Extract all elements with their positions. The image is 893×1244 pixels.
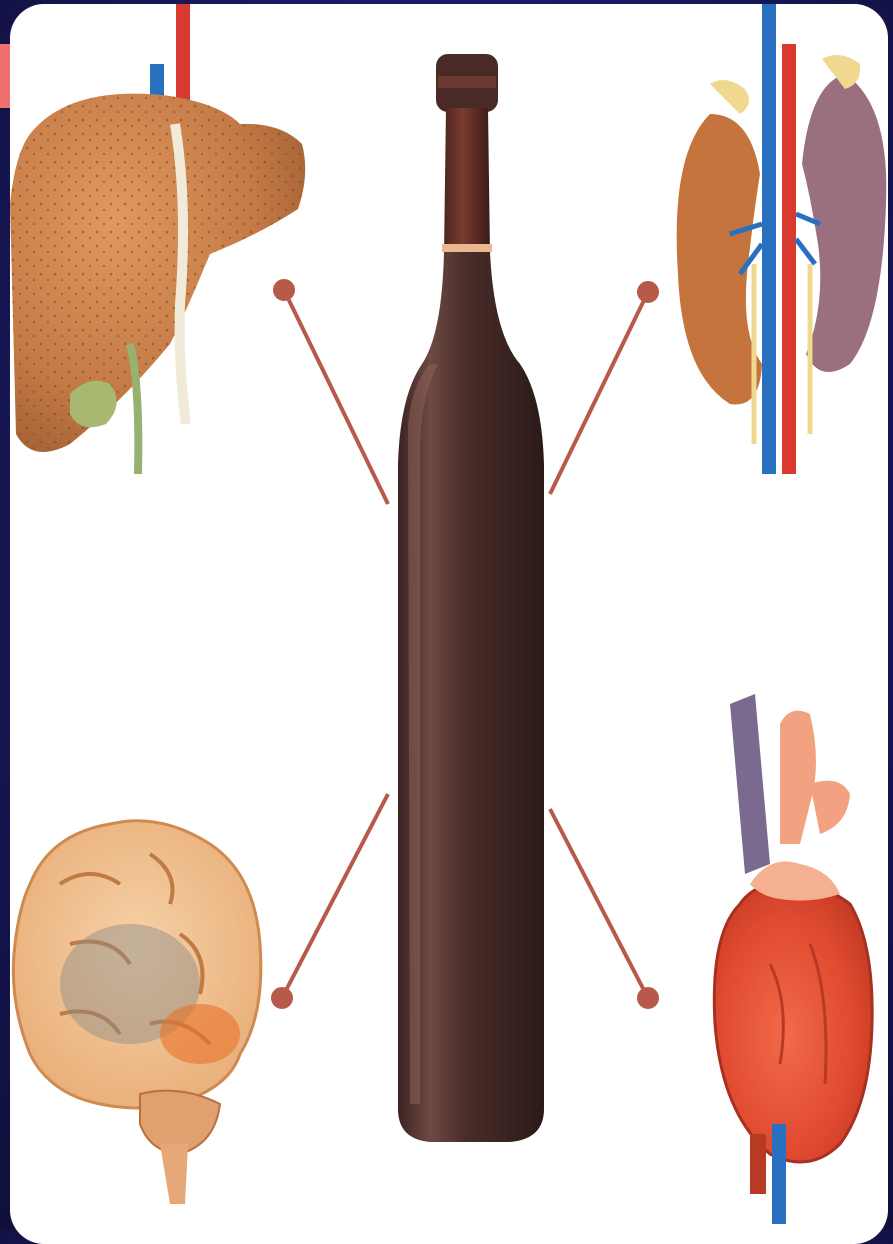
liver-illustration: [10, 4, 305, 474]
wine-bottle: [398, 54, 544, 1142]
illustration-svg: [10, 4, 888, 1244]
brain-illustration: [13, 821, 260, 1204]
connector-kidneys: [550, 283, 657, 494]
heart-illustration: [714, 694, 872, 1224]
connector-heart: [550, 809, 657, 1007]
illustration-card: [10, 4, 888, 1244]
connector-liver: [275, 281, 388, 504]
connector-brain: [273, 794, 388, 1007]
kidneys-illustration: [677, 4, 887, 474]
